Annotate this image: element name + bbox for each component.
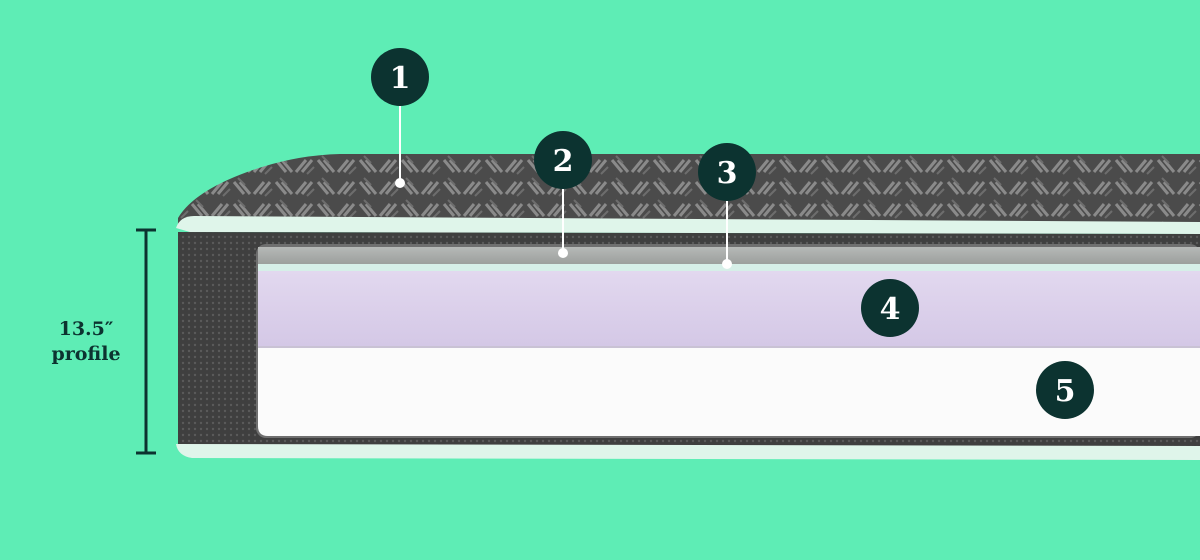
top-piping (176, 216, 1200, 234)
profile-height-label: 13.5″ (59, 318, 114, 340)
badge-5-number: 5 (1055, 374, 1076, 409)
badge-5-circle-icon (1036, 361, 1094, 419)
badge-4-number: 4 (880, 292, 901, 327)
callout-badge-1: 1 (371, 48, 429, 106)
mattress-top-cover (178, 154, 1200, 226)
leader-1-dot-icon (395, 178, 405, 188)
layer-cutaway (256, 244, 1200, 438)
badge-3-number: 3 (717, 156, 738, 191)
layer-4-5-divider (258, 346, 1200, 348)
layer-5-white-base (258, 348, 1200, 436)
callout-badge-5: 5 (1036, 361, 1094, 419)
layer-4-lavender-foam (258, 271, 1200, 346)
bottom-piping (176, 444, 1200, 460)
mattress (176, 154, 1200, 460)
profile-indicator: 13.5″ profile (51, 228, 156, 455)
callout-badge-3: 3 (698, 143, 756, 201)
badge-1-circle-icon (371, 48, 429, 106)
callout-badge-4: 4 (861, 279, 919, 337)
layer-2-gray-foam (258, 247, 1200, 264)
badge-2-number: 2 (553, 144, 574, 179)
badge-4-circle-icon (861, 279, 919, 337)
callout-leaders (395, 104, 732, 269)
leader-3-dot-icon (722, 259, 732, 269)
callout-badge-2: 2 (534, 131, 592, 189)
badge-1-number: 1 (390, 61, 411, 96)
badge-3-circle-icon (698, 143, 756, 201)
leader-2-dot-icon (558, 248, 568, 258)
badge-2-circle-icon (534, 131, 592, 189)
profile-label: profile (51, 343, 120, 365)
